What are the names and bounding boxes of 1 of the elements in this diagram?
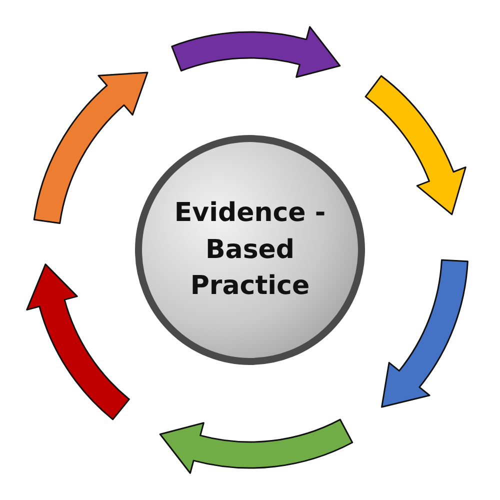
center-label: Evidence -Based Practice xyxy=(173,197,327,304)
